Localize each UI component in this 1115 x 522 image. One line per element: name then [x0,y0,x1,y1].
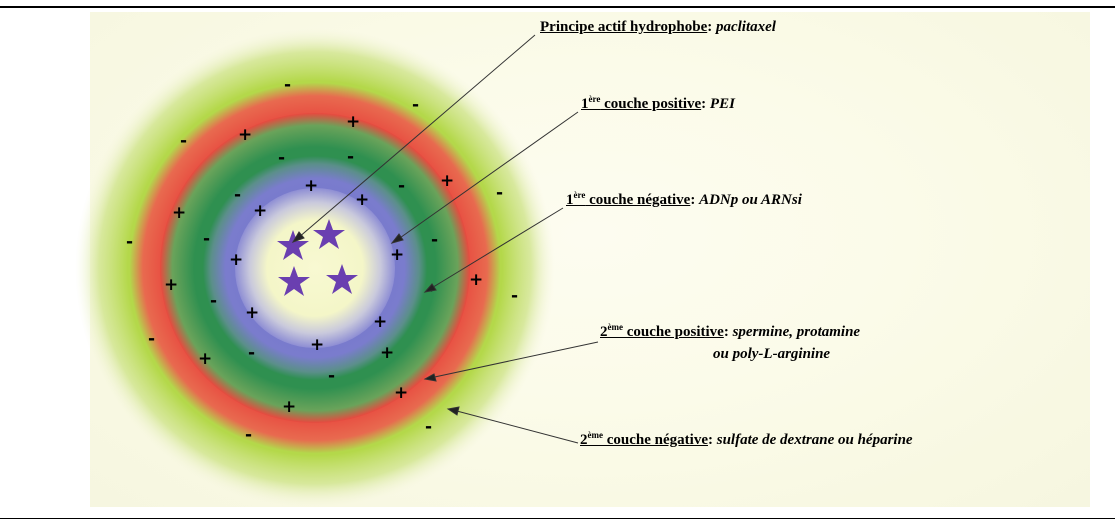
label-detail: sulfate de dextrane ou héparine [716,432,913,448]
charge-plus: + [373,312,387,332]
label-separator: : [723,324,733,340]
charge-minus: - [203,229,210,249]
charge-minus: - [210,291,217,311]
star-icon [277,230,309,260]
label-layer-name: 1ère couche négative [566,190,691,208]
core-stars [277,219,358,296]
bottom-rule [0,518,1115,519]
charge-plus: + [469,270,483,290]
charge-plus: + [355,190,369,210]
label-layer-name: 2ème couche positive [600,322,724,340]
charge-minus: - [347,147,354,167]
charge-minus: - [148,329,155,349]
label-layer-name: 1ère couche positive [581,94,702,112]
charge-plus: + [164,275,178,295]
charge-plus: + [380,343,394,363]
label-ordinal-suffix: ème [587,430,604,440]
label-layer-text: couche négative [603,432,708,448]
label-first-positive-layer: 1ère couche positive: PEI [581,94,735,113]
charge-minus: - [284,75,291,95]
label-second-positive-layer-continued: ou poly-L-arginine [713,346,831,362]
charge-minus: - [248,343,255,363]
label-detail: PEI [709,96,735,112]
label-drug-core: Principe actif hydrophobe: paclitaxel [540,19,776,36]
charge-plus: + [238,125,252,145]
charge-minus: - [412,95,419,115]
label-layer-number: 2 [580,432,588,448]
charge-plus: + [198,349,212,369]
charge-minus: - [425,417,432,437]
star-icon [278,266,310,296]
label-ordinal-suffix: ème [607,322,624,332]
label-layer-number: 1 [566,192,574,208]
label-layer-name: 2ème couche négative [580,430,708,448]
charge-minus: - [234,185,241,205]
charge-plus: + [253,201,267,221]
charge-plus: + [440,171,454,191]
charge-plus: + [282,397,296,417]
star-icon [313,219,345,249]
charge-plus: + [229,250,243,270]
charge-minus: - [245,425,252,445]
charge-minus: - [496,183,503,203]
label-first-negative-layer: 1ère couche négative: ADNp ou ARNsi [566,190,802,209]
charge-minus: - [431,230,438,250]
label-ordinal-suffix: ère [588,94,601,104]
label-separator: : [690,192,700,208]
charge-plus: + [394,383,408,403]
label-separator: : [701,96,710,112]
star-icon [326,264,358,294]
pointer-arrows [291,34,599,444]
drug-core [235,188,395,348]
label-ordinal-suffix: ère [573,190,586,200]
label-layer-number: 1 [581,96,589,112]
charge-minus: - [126,232,133,252]
charge-minus: - [180,131,187,151]
charge-plus: + [304,176,318,196]
charge-minus: - [328,366,335,386]
label-second-negative-layer: 2ème couche négative: sulfate de dextran… [580,430,913,449]
label-layer-text: couche positive [623,324,724,340]
label-layer-text: couche positive [600,96,702,112]
label-second-positive-layer: 2ème couche positive: spermine, protamin… [600,322,860,341]
label-detail: paclitaxel [715,19,776,35]
charge-minus: - [278,148,285,168]
label-layer-number: 2 [600,324,608,340]
charge-plus: + [390,245,404,265]
label-detail: ADNp ou ARNsi [699,192,802,208]
label-layer-text: couche négative [585,192,691,208]
charge-signs: - - - + + - - + - - + - + + + - - - + + … [126,75,518,445]
charge-minus: - [398,176,405,196]
charge-plus: + [245,303,259,323]
label-detail: spermine, protamine [732,324,861,340]
top-rule [0,6,1115,8]
charge-plus: + [172,203,186,223]
charge-minus: - [511,286,518,306]
label-separator: : [707,432,717,448]
label-layer-name: Principe actif hydrophobe [540,19,708,35]
charge-plus: + [346,112,360,132]
label-separator: : [707,19,716,35]
charge-plus: + [310,335,324,355]
